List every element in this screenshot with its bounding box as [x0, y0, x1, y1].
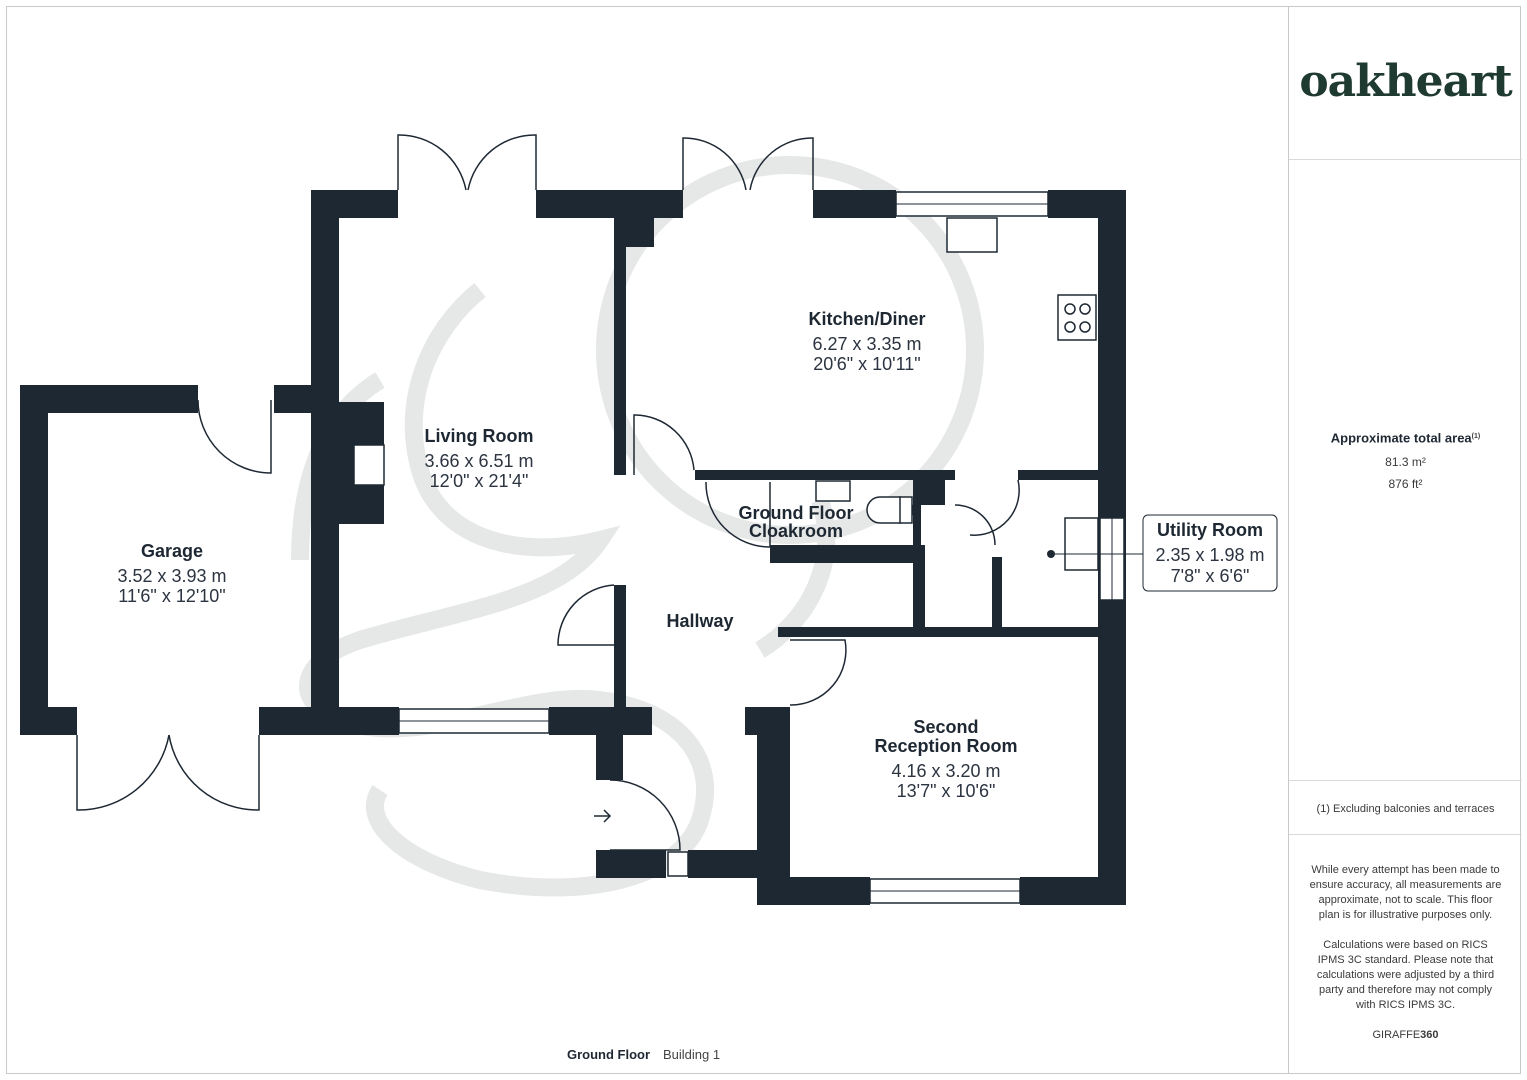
- divider: [1289, 159, 1522, 160]
- total-area-label: Approximate total area: [1330, 430, 1472, 446]
- floor-label: Ground Floor: [567, 1047, 651, 1062]
- credit-prefix: GIRAFFE: [1372, 1029, 1421, 1041]
- entrance-arrow-icon: [594, 809, 612, 823]
- total-area-imperial: 876 ft²: [1388, 477, 1423, 491]
- doors: [76, 134, 1020, 851]
- room-dim-kitchen-metric: 6.27 x 3.35 m: [812, 334, 922, 354]
- total-area-footnote-mark: (1): [1471, 433, 1481, 440]
- room-name-utility: Utility Room: [1157, 520, 1263, 540]
- room-dim-garage-imperial: 11'6" x 12'10": [118, 586, 226, 606]
- room-dim-reception-metric: 4.16 x 3.20 m: [891, 761, 1001, 781]
- room-dim-garage-metric: 3.52 x 3.93 m: [117, 566, 227, 586]
- total-area-block: Approximate total area(1): [1299, 429, 1512, 448]
- building-label: Building 1: [663, 1047, 721, 1062]
- room-dim-living-metric: 3.66 x 6.51 m: [424, 451, 534, 471]
- disclaimer-text: While every attempt has been made to ens…: [1309, 864, 1502, 921]
- total-area-metric: 81.3 m²: [1385, 455, 1426, 469]
- room-name-reception-line2: Reception Room: [874, 736, 1018, 756]
- room-name-living: Living Room: [424, 426, 534, 446]
- room-dim-kitchen-imperial: 20'6" x 10'11": [813, 354, 921, 374]
- divider: [1289, 834, 1522, 835]
- page-frame: [6, 6, 1521, 1074]
- room-name-cloakroom-line1: Ground Floor: [738, 503, 854, 523]
- footnote-text: (1) Excluding balconies and terraces: [1316, 803, 1495, 815]
- room-name-reception-line1: Second: [913, 717, 979, 737]
- room-dim-living-imperial: 12'0" x 21'4": [429, 471, 529, 491]
- brand-logo: oakheart: [1299, 56, 1512, 107]
- info-panel: oakheart Approximate total area(1) 81.3 …: [1288, 6, 1522, 1074]
- room-dim-utility-imperial: 7'8" x 6'6": [1170, 566, 1250, 586]
- credit-logo: GIRAFFE360: [1299, 1028, 1512, 1043]
- fixtures: [353, 217, 1099, 571]
- utility-callout-box: [1142, 514, 1278, 592]
- room-name-hallway: Hallway: [666, 611, 734, 631]
- divider: [1289, 780, 1522, 781]
- credit-suffix: 360: [1420, 1029, 1439, 1041]
- room-dim-utility-metric: 2.35 x 1.98 m: [1155, 545, 1265, 565]
- walls: [20, 190, 1126, 905]
- window-glazing-lines: [399, 203, 1113, 892]
- room-name-cloakroom-line2: Cloakroom: [748, 521, 844, 541]
- room-name-kitchen: Kitchen/Diner: [808, 309, 926, 329]
- room-name-garage: Garage: [140, 541, 204, 561]
- calculations-text: Calculations were based on RICS IPMS 3C …: [1316, 939, 1495, 1011]
- room-dim-reception-imperial: 13'7" x 10'6": [896, 781, 996, 801]
